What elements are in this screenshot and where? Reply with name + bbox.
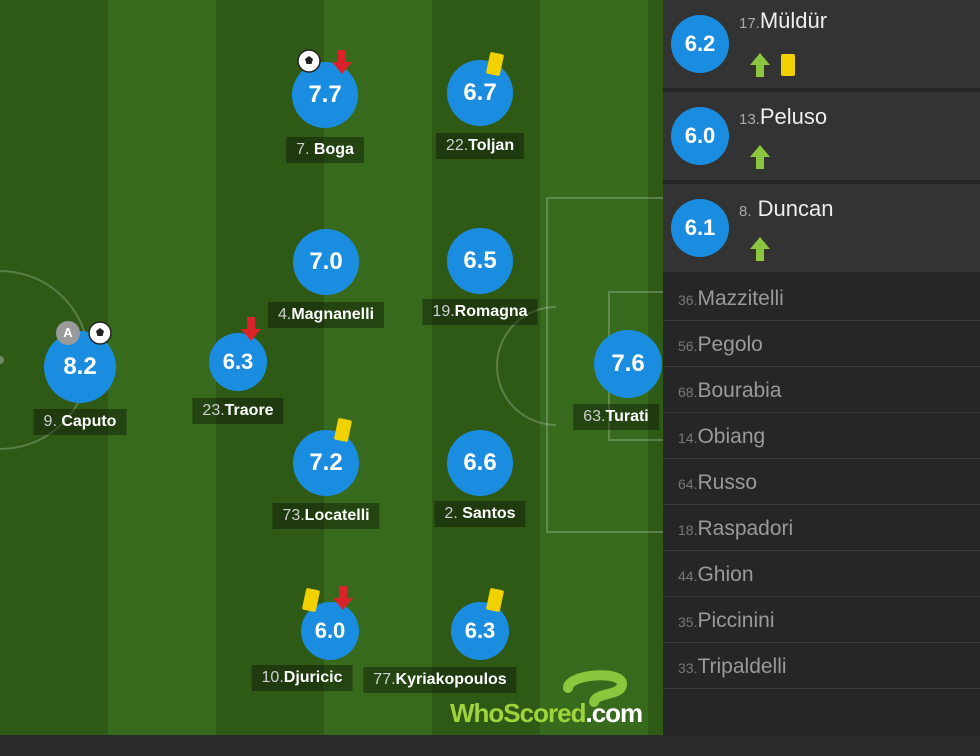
sub-rating: 6.1	[671, 199, 729, 257]
captain-badge: A	[56, 321, 80, 345]
sub-on-icon	[750, 53, 770, 77]
bench-name: 64.Russo	[678, 471, 757, 494]
sub-row-muldur[interactable]: 6.2 17.Müldür	[663, 0, 980, 90]
bench-name: 36.Mazzitelli	[678, 287, 784, 310]
bench-row[interactable]: 68.Bourabia	[663, 367, 980, 413]
sub-name: 8. Duncan	[739, 196, 834, 221]
player-nameplate: 2. Santos	[434, 501, 526, 527]
player-nameplate: 4.Magnanelli	[267, 302, 385, 328]
player-nameplate: 77.Kyriakopoulos	[363, 667, 517, 693]
bench-row[interactable]: 36.Mazzitelli	[663, 275, 980, 321]
sub-off-icon	[333, 586, 353, 610]
bench-row[interactable]: 56.Pegolo	[663, 321, 980, 367]
whoscored-logo[interactable]: WhoScored.com	[450, 668, 660, 730]
yellow-card-icon	[485, 587, 505, 613]
sub-off-icon	[241, 317, 261, 341]
bench-row[interactable]: 33.Tripaldelli	[663, 643, 980, 689]
bench-name: 33.Tripaldelli	[678, 655, 787, 678]
goal-ball-icon	[88, 321, 112, 345]
player-nameplate: 19.Romagna	[422, 299, 538, 325]
bench-row[interactable]: 18.Raspadori	[663, 505, 980, 551]
sub-row-duncan[interactable]: 6.1 8. Duncan	[663, 184, 980, 274]
bench-name: 68.Bourabia	[678, 379, 782, 402]
bench-row[interactable]: 14.Obiang	[663, 413, 980, 459]
player-rating: 7.2	[293, 430, 359, 496]
bench-name: 14.Obiang	[678, 425, 766, 448]
player-nameplate: 63.Turati	[573, 404, 659, 430]
yellow-card-icon	[333, 417, 353, 443]
logo-text: WhoScored.com	[450, 698, 643, 728]
sub-name: 17.Müldür	[739, 8, 828, 33]
player-rating: 6.0	[301, 602, 359, 660]
sub-on-icon	[750, 237, 770, 261]
player-rating: 7.7	[292, 62, 358, 128]
player-rating: 7.0	[293, 229, 359, 295]
player-nameplate: 73.Locatelli	[272, 503, 380, 529]
bench-name: 35.Piccinini	[678, 609, 775, 632]
sub-icons	[749, 236, 771, 262]
sub-icons	[749, 52, 795, 78]
substitutes-panel: 6.2 17.Müldür 6.0 13.Peluso 6.1 8. Dunca…	[663, 0, 980, 735]
player-rating: 6.5	[447, 228, 513, 294]
sub-rating: 6.0	[671, 107, 729, 165]
sub-off-icon	[332, 50, 352, 74]
bench-name: 56.Pegolo	[678, 333, 763, 356]
sub-rating: 6.2	[671, 15, 729, 73]
bench-name: 44.Ghion	[678, 563, 754, 586]
player-rating: 8.2	[44, 331, 116, 403]
player-nameplate: 22.Toljan	[435, 133, 525, 159]
logo-question-mark-icon	[563, 670, 628, 707]
sub-on-icon	[750, 145, 770, 169]
bench-row[interactable]: 35.Piccinini	[663, 597, 980, 643]
player-rating: 6.7	[447, 60, 513, 126]
player-rating: 6.3	[451, 602, 509, 660]
player-rating: 6.6	[447, 430, 513, 496]
player-nameplate: 23.Traore	[192, 398, 284, 424]
bench-row[interactable]: 64.Russo	[663, 459, 980, 505]
goal-ball-icon	[297, 49, 321, 73]
player-nameplate: 9. Caputo	[33, 409, 127, 435]
yellow-card-icon	[781, 54, 795, 76]
bench-name: 18.Raspadori	[678, 517, 794, 540]
bottom-bar	[0, 735, 980, 756]
sub-row-peluso[interactable]: 6.0 13.Peluso	[663, 92, 980, 182]
bench-row[interactable]: 44.Ghion	[663, 551, 980, 597]
player-rating: 7.6	[594, 330, 662, 398]
player-nameplate: 10.Djuricic	[251, 665, 353, 691]
sub-icons	[749, 144, 771, 170]
center-spot	[0, 356, 4, 364]
player-rating: 6.3	[209, 333, 267, 391]
sub-name: 13.Peluso	[739, 104, 828, 129]
player-nameplate: 7. Boga	[286, 137, 364, 163]
pitch: 7.7 7. Boga 6.7 22.Toljan 7.0 4.Magnanel…	[0, 0, 663, 735]
